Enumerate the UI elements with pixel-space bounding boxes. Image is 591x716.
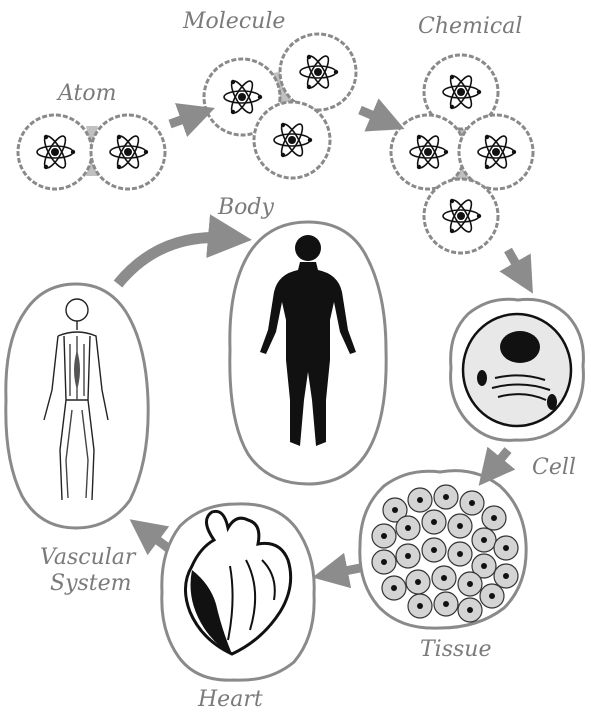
label-chemical: Chemical — [418, 15, 522, 39]
arrow-heart-to-vascular — [144, 530, 168, 548]
mitochondria — [547, 394, 557, 410]
label-atom: Atom — [58, 82, 116, 106]
body-stage — [230, 222, 386, 484]
cell-membrane — [463, 314, 571, 426]
heart-stage — [162, 504, 314, 680]
label-cell: Cell — [532, 456, 576, 480]
tissue-stage — [360, 471, 526, 629]
label-heart: Heart — [198, 688, 263, 712]
arrow-tissue-to-heart — [330, 568, 360, 574]
arrow-atom-to-molecule — [170, 114, 198, 124]
atom-stage — [18, 115, 165, 189]
cell-nucleus — [500, 331, 540, 363]
chemical-stage — [391, 55, 533, 253]
label-tissue: Tissue — [420, 638, 491, 662]
cell-stage — [451, 299, 584, 440]
mitochondria — [477, 370, 487, 386]
vascular-stage — [6, 284, 148, 528]
arrow-vascular-to-body — [118, 237, 230, 284]
label-body: Body — [218, 196, 274, 220]
label-molecule: Molecule — [183, 10, 285, 34]
arrow-chemical-to-cell — [508, 250, 524, 278]
label-vascular-line2: System — [50, 572, 132, 596]
molecule-stage — [204, 34, 356, 178]
label-vascular-line1: Vascular — [40, 546, 135, 570]
arrow-molecule-to-chemical — [360, 110, 388, 122]
arrow-cell-to-tissue — [490, 450, 508, 472]
